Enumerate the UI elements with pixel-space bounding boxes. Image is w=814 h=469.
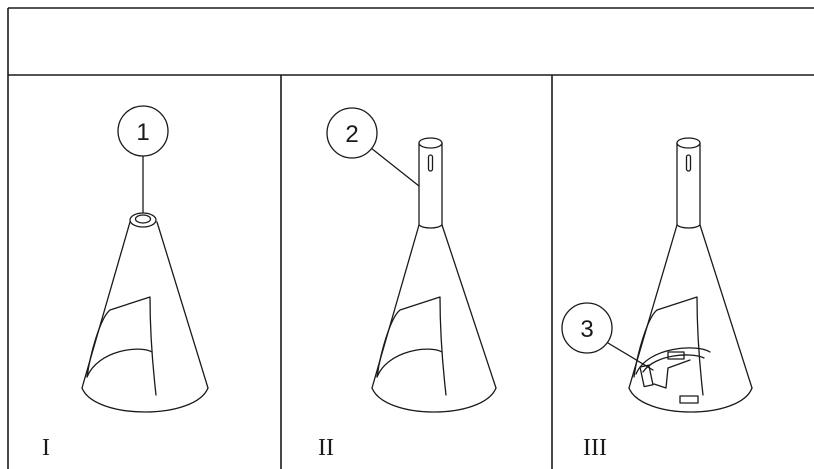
fireplace-cone-body — [81, 221, 209, 413]
callout-2: 2 — [326, 107, 420, 187]
callout-number: 2 — [345, 121, 358, 148]
callout-number: 3 — [580, 316, 593, 343]
header-row — [9, 9, 814, 74]
fireplace-cone-body — [371, 224, 497, 413]
step-label: II — [318, 435, 334, 461]
grate-insert — [635, 347, 711, 404]
chimney-pipe — [676, 137, 701, 229]
chimney-pipe — [418, 137, 443, 229]
callout-3: 3 — [561, 302, 654, 371]
diagram-frame — [7, 7, 814, 469]
panel-1: 1 I — [42, 105, 209, 461]
panel-3: 3 III — [561, 137, 753, 461]
callout-number: 1 — [136, 119, 149, 146]
step-label: III — [583, 435, 607, 461]
callout-1: 1 — [117, 105, 169, 213]
step-label: I — [42, 435, 50, 461]
top-collar-ring — [129, 212, 157, 228]
panel-2: 2 II — [318, 107, 497, 461]
fireplace-cone-body — [628, 224, 753, 413]
